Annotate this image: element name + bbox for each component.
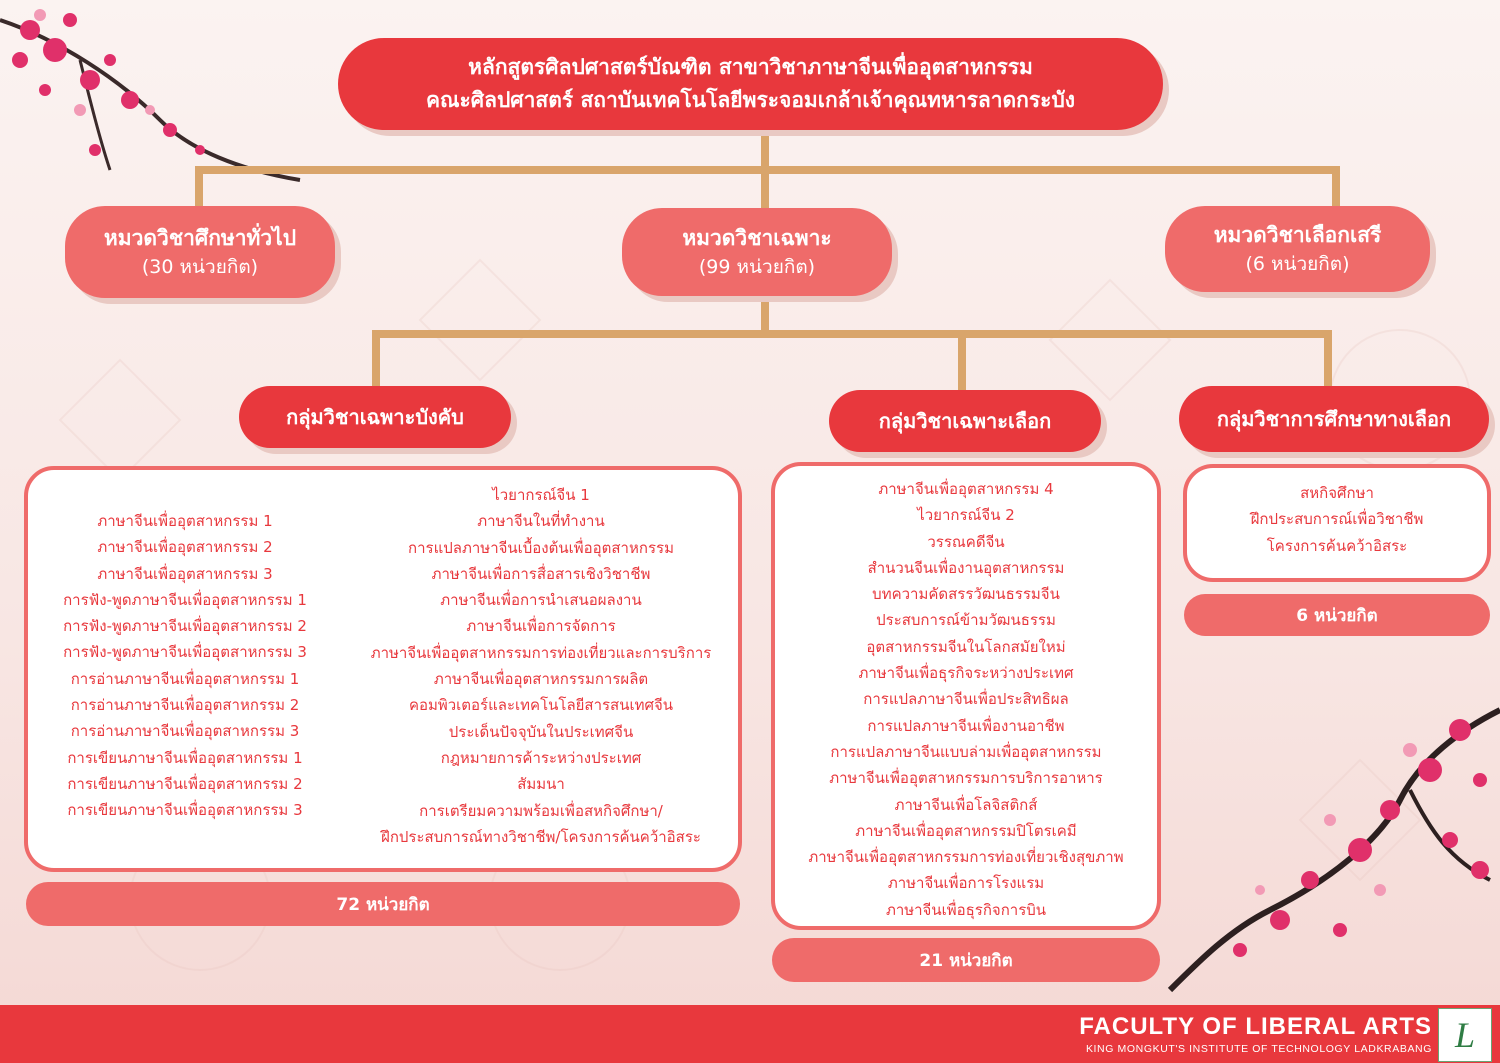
connector-bar-mid — [372, 330, 1332, 338]
course-item: การอ่านภาษาจีนเพื่ออุตสาหกรรม 1 — [70, 669, 300, 688]
alternative-column: สหกิจศึกษา ฝึกประสบการณ์เพื่อวิชาชีพ โคร… — [1187, 480, 1487, 559]
required-right-column: ไวยากรณ์จีน 1 ภาษาจีนในที่ทำงาน การแปลภา… — [346, 482, 736, 850]
course-item: ภาษาจีนเพื่อการโรงแรม — [887, 874, 1045, 893]
group-elective-header: กลุ่มวิชาเฉพาะเลือก — [829, 390, 1101, 452]
course-item: ภาษาจีนเพื่อโลจิสติกส์ — [894, 795, 1038, 814]
connector-drop-specific — [761, 166, 769, 210]
course-item: ฝึกประสบการณ์ทางวิชาชีพ/โครงการค้นคว้าอิ… — [381, 827, 701, 846]
course-item: อุตสาหกรรมจีนในโลกสมัยใหม่ — [866, 637, 1066, 656]
required-credits-bar: 72 หน่วยกิต — [26, 882, 740, 926]
course-item: ประเด็นปัจจุบันในประเทศจีน — [448, 722, 634, 741]
faculty-name: FACULTY OF LIBERAL ARTS — [1079, 1013, 1432, 1040]
course-item: การเตรียมความพร้อมเพื่อสหกิจศึกษา/ — [419, 801, 663, 820]
category-free-title: หมวดวิชาเลือกเสรี — [1213, 223, 1382, 247]
course-item: ไวยากรณ์จีน 2 — [917, 506, 1015, 525]
course-item: ภาษาจีนเพื่อธุรกิจการบิน — [885, 900, 1047, 919]
course-item: ภาษาจีนเพื่อการนำเสนอผลงาน — [440, 591, 642, 610]
course-item: การแปลภาษาจีนเบื้องต้นเพื่ออุตสาหกรรม — [408, 538, 674, 557]
course-item: การเขียนภาษาจีนเพื่ออุตสาหกรรม 2 — [67, 774, 303, 793]
course-item: ภาษาจีนเพื่ออุตสาหกรรม 2 — [97, 538, 273, 557]
course-item: ฝึกประสบการณ์เพื่อวิชาชีพ — [1250, 510, 1424, 529]
connector-trunk-top — [761, 130, 769, 172]
course-item: คอมพิวเตอร์และเทคโนโลยีสารสนเทศจีน — [408, 696, 674, 715]
footer-bar: FACULTY OF LIBERAL ARTS KING MONGKUT'S I… — [0, 1005, 1500, 1063]
course-item: สำนวนจีนเพื่องานอุตสาหกรรม — [867, 558, 1065, 577]
connector-drop-general — [195, 166, 203, 206]
course-item: สหกิจศึกษา — [1300, 484, 1374, 502]
category-free: หมวดวิชาเลือกเสรี (6 หน่วยกิต) — [1165, 206, 1430, 292]
connector-drop-free — [1332, 166, 1340, 206]
course-item: ภาษาจีนเพื่ออุตสาหกรรม 1 — [97, 512, 273, 530]
course-item: ประสบการณ์ข้ามวัฒนธรรม — [876, 611, 1056, 630]
institute-name: KING MONGKUT'S INSTITUTE OF TECHNOLOGY L… — [1085, 1043, 1432, 1055]
course-item: ภาษาจีนเพื่อการจัดการ — [466, 617, 616, 636]
course-item: การเขียนภาษาจีนเพื่ออุตสาหกรรม 1 — [67, 748, 303, 767]
connector-drop-elective — [958, 330, 966, 392]
course-item: ไวยากรณ์จีน 1 — [492, 486, 590, 504]
course-item: วรรณคดีจีน — [927, 532, 1005, 551]
course-item: ภาษาจีนเพื่ออุตสาหกรรมการผลิต — [433, 670, 649, 689]
course-item: ภาษาจีนในที่ทำงาน — [477, 512, 605, 531]
group-alternative-header: กลุ่มวิชาการศึกษาทางเลือก — [1179, 386, 1489, 452]
course-item: สัมมนา — [517, 775, 565, 794]
course-item: ภาษาจีนเพื่อการสื่อสารเชิงวิชาชีพ — [431, 564, 651, 583]
connector-drop-alternative — [1324, 330, 1332, 388]
category-free-credits: (6 หน่วยกิต) — [1245, 253, 1350, 275]
course-item: ภาษาจีนเพื่ออุตสาหกรรมการท่องเที่ยวและกา… — [370, 643, 712, 662]
course-item: การแปลภาษาจีนเพื่อประสิทธิผล — [863, 690, 1069, 709]
elective-column: ภาษาจีนเพื่ออุตสาหกรรม 4 ไวยากรณ์จีน 2 ว… — [775, 476, 1157, 923]
faculty-logo: L — [1438, 1008, 1492, 1062]
group-required-header: กลุ่มวิชาเฉพาะบังคับ — [239, 386, 511, 448]
course-item: ภาษาจีนเพื่ออุตสาหกรรมปิโตรเคมี — [855, 821, 1077, 840]
course-item: ภาษาจีนเพื่ออุตสาหกรรม 3 — [97, 564, 273, 583]
course-item: การฟัง-พูดภาษาจีนเพื่ออุตสาหกรรม 2 — [63, 617, 307, 636]
alternative-credits-bar: 6 หน่วยกิต — [1184, 594, 1490, 636]
category-general-title: หมวดวิชาศึกษาทั่วไป — [103, 226, 297, 250]
program-title-line2: คณะศิลปศาสตร์ สถาบันเทคโนโลยีพระจอมเกล้า… — [425, 88, 1076, 112]
course-item: โครงการค้นคว้าอิสระ — [1266, 536, 1408, 555]
category-general: หมวดวิชาศึกษาทั่วไป (30 หน่วยกิต) — [65, 206, 335, 298]
elective-credits-bar: 21 หน่วยกิต — [772, 938, 1160, 982]
category-specific: หมวดวิชาเฉพาะ (99 หน่วยกิต) — [622, 208, 892, 296]
program-title-line1: หลักสูตรศิลปศาสตร์บัณฑิต สาขาวิชาภาษาจีน… — [468, 55, 1033, 79]
required-courses-panel: ภาษาจีนเพื่ออุตสาหกรรม 1 ภาษาจีนเพื่ออุต… — [24, 466, 742, 872]
course-item: ภาษาจีนเพื่ออุตสาหกรรมการบริการอาหาร — [829, 769, 1103, 788]
connector-trunk-mid — [761, 295, 769, 335]
course-item: กฎหมายการค้าระหว่างประเทศ — [440, 748, 642, 767]
required-left-column: ภาษาจีนเพื่ออุตสาหกรรม 1 ภาษาจีนเพื่ออุต… — [30, 508, 340, 824]
course-item: ภาษาจีนเพื่อธุรกิจระหว่างประเทศ — [858, 664, 1074, 683]
course-item: การแปลภาษาจีนแบบล่ามเพื่ออุตสาหกรรม — [830, 742, 1102, 761]
blossom-bottom-right — [1167, 707, 1500, 993]
course-item: การอ่านภาษาจีนเพื่ออุตสาหกรรม 3 — [70, 722, 300, 741]
course-item: การอ่านภาษาจีนเพื่ออุตสาหกรรม 2 — [70, 696, 300, 715]
course-item: บทความคัดสรรวัฒนธรรมจีน — [872, 585, 1060, 604]
program-title-box: หลักสูตรศิลปศาสตร์บัณฑิต สาขาวิชาภาษาจีน… — [338, 38, 1163, 130]
category-specific-credits: (99 หน่วยกิต) — [698, 256, 816, 278]
category-general-credits: (30 หน่วยกิต) — [141, 256, 259, 278]
course-item: ภาษาจีนเพื่ออุตสาหกรรมการท่องเที่ยวเชิงส… — [808, 848, 1124, 867]
course-item: การฟัง-พูดภาษาจีนเพื่ออุตสาหกรรม 1 — [63, 590, 307, 609]
category-specific-title: หมวดวิชาเฉพาะ — [682, 226, 832, 250]
course-item: การแปลภาษาจีนเพื่องานอาชีพ — [867, 716, 1065, 735]
course-item: การเขียนภาษาจีนเพื่ออุตสาหกรรม 3 — [67, 801, 303, 820]
alternative-courses-panel: สหกิจศึกษา ฝึกประสบการณ์เพื่อวิชาชีพ โคร… — [1183, 464, 1491, 582]
elective-courses-panel: ภาษาจีนเพื่ออุตสาหกรรม 4 ไวยากรณ์จีน 2 ว… — [771, 462, 1161, 930]
course-item: การฟัง-พูดภาษาจีนเพื่ออุตสาหกรรม 3 — [63, 643, 307, 662]
connector-drop-required — [372, 330, 380, 388]
course-item: ภาษาจีนเพื่ออุตสาหกรรม 4 — [878, 480, 1054, 498]
